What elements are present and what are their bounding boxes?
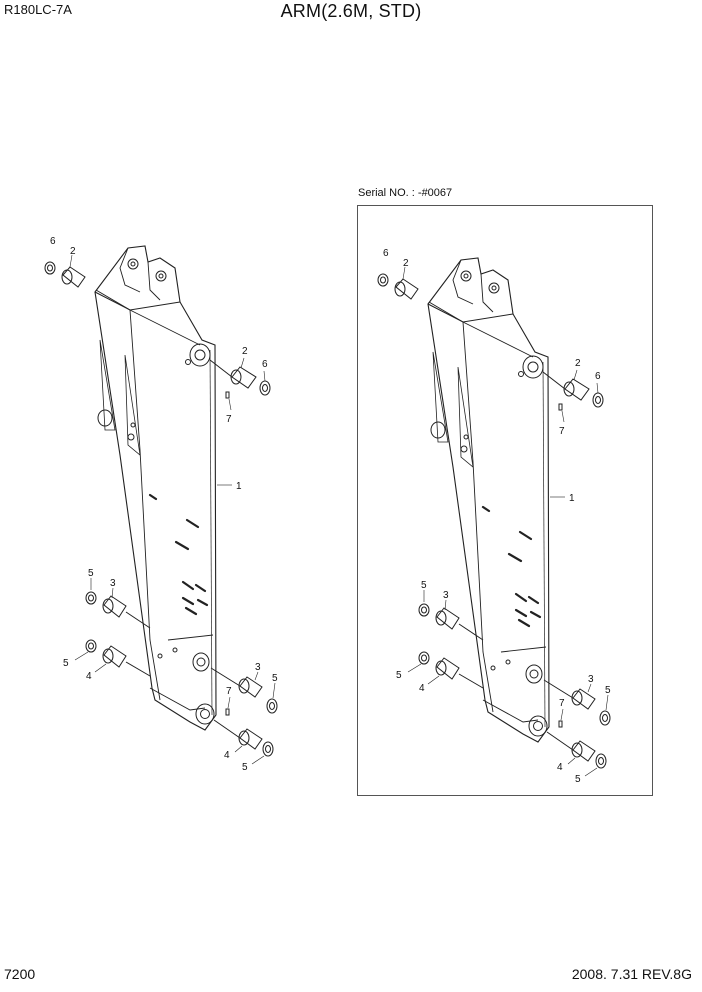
callout-arm: 1 — [569, 493, 575, 504]
callout-bushing-bottom-right: 3 — [588, 674, 594, 685]
callout-grease-nipple-bottom: 7 — [559, 698, 565, 709]
callout-bushing-top: 2 — [403, 258, 409, 269]
callout-shim-bottom-left: 5 — [396, 670, 402, 681]
serial-variant-frame — [357, 205, 653, 796]
callout-shim-bottom-left: 5 — [63, 658, 69, 669]
callout-shim-mid: 6 — [262, 359, 268, 370]
callout-bushing-lower: 3 — [443, 590, 449, 601]
callout-shim-bottom-right: 5 — [605, 685, 611, 696]
page-title: ARM(2.6M, STD) — [280, 1, 422, 21]
callout-bushing-bottom-left: 4 — [419, 683, 425, 694]
revision-date: 2008. 7.31 REV.8G — [571, 966, 692, 982]
callout-bushing-lower: 3 — [110, 578, 116, 589]
callout-bushing-bottom-right: 3 — [255, 662, 261, 673]
callout-grease-nipple-bottom: 7 — [226, 686, 232, 697]
callout-bushing-end: 4 — [557, 762, 563, 773]
callout-arm: 1 — [236, 481, 242, 492]
serial-note: Serial NO. : -#0067 — [358, 187, 453, 199]
callout-shim-top: 6 — [383, 248, 389, 259]
arm-assembly-left: 1 6 2 2 6 7 5 3 5 4 3 5 7 4 5 — [43, 236, 279, 773]
arm-assembly-right: 1 6 2 2 6 7 5 3 5 4 3 5 7 4 5 — [376, 248, 612, 785]
callout-bushing-end: 4 — [224, 750, 230, 761]
callout-shim-end: 5 — [242, 762, 248, 773]
callout-bushing-mid: 2 — [575, 358, 581, 369]
callout-bushing-bottom-left: 4 — [86, 671, 92, 682]
callout-shim-end: 5 — [575, 774, 581, 785]
callout-bushing-top: 2 — [70, 246, 76, 257]
callout-bushing-mid: 2 — [242, 346, 248, 357]
callout-shim-top: 6 — [50, 236, 56, 247]
callout-shim-bottom-right: 5 — [272, 673, 278, 684]
callout-shim-lower: 5 — [88, 568, 94, 579]
page-number: 7200 — [4, 966, 36, 982]
callout-grease-nipple-mid: 7 — [559, 426, 565, 437]
callout-grease-nipple-mid: 7 — [226, 414, 232, 425]
callout-shim-mid: 6 — [595, 371, 601, 382]
model-code: R180LC-7A — [4, 2, 72, 17]
callout-shim-lower: 5 — [421, 580, 427, 591]
